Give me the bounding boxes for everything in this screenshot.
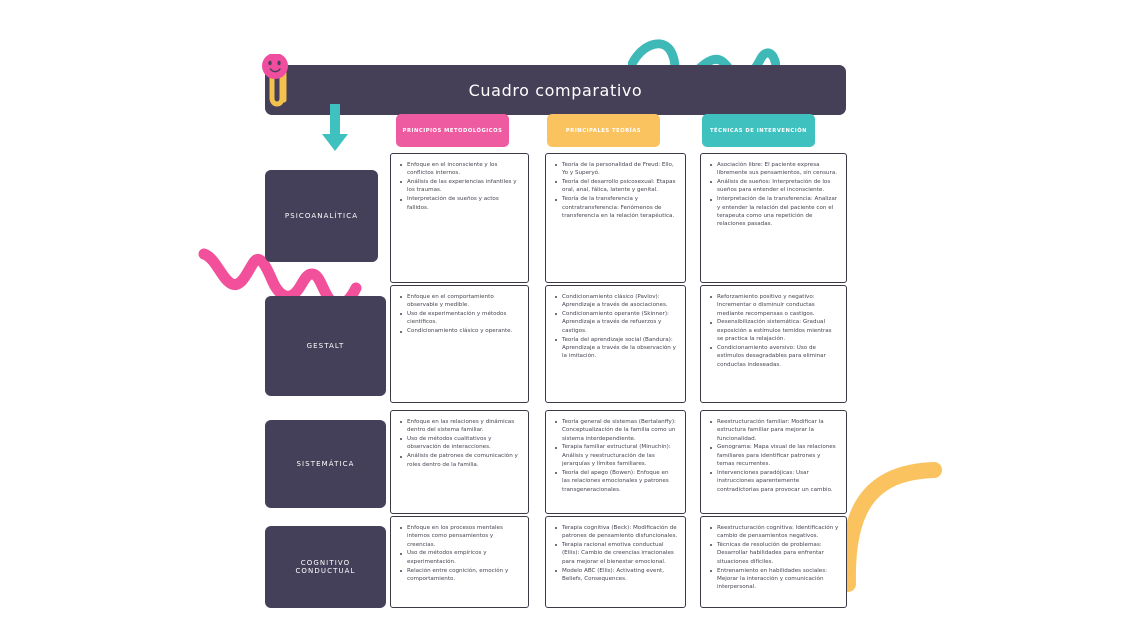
title-bar: Cuadro comparativo <box>265 65 846 115</box>
row-label-text: GESTALT <box>306 342 345 350</box>
list-item: Uso de métodos empíricos y experimentaci… <box>400 549 521 566</box>
list-item: Entrenamiento en habilidades sociales: M… <box>710 567 839 592</box>
list-item: Desensibilización sistemática: Gradual e… <box>710 318 839 343</box>
list-item: Enfoque en el inconsciente y los conflic… <box>400 161 521 178</box>
list-item: Análisis de patrones de comunicación y r… <box>400 452 521 469</box>
list-item: Análisis de las experiencias infantiles … <box>400 178 521 195</box>
list-item: Reestructuración familiar: Modificar la … <box>710 418 839 443</box>
list-item: Relación entre cognición, emoción y comp… <box>400 567 521 584</box>
column-header-principios[interactable]: PRINCIPIOS METODOLÓGICOS <box>396 114 509 147</box>
list-item: Teoría del desarrollo psicosexual: Etapa… <box>555 178 678 195</box>
list-item: Teoría general de sistemas (Bertalanffy)… <box>555 418 678 443</box>
list-item: Análisis de sueños: Interpretación de lo… <box>710 178 839 195</box>
list-item: Enfoque en las relaciones y dinámicas de… <box>400 418 521 435</box>
list-item: Condicionamiento clásico (Pavlov): Apren… <box>555 293 678 310</box>
list-item: Terapia cognitiva (Beck): Modificación d… <box>555 525 678 540</box>
list-item: Teoría del aprendizaje social (Bandura):… <box>555 336 678 361</box>
row-label-text: COGNITIVO CONDUCTUAL <box>295 559 356 575</box>
table-cell: Reforzamiento positivo y negativo: Incre… <box>700 285 847 403</box>
list-item: Técnicas de resolución de problemas: Des… <box>710 541 839 566</box>
list-item: Enfoque en los procesos mentales interno… <box>400 524 521 549</box>
column-header-label: TÉCNICAS DE INTERVENCIÓN <box>709 127 808 134</box>
row-label-text: PSICOANALÍTICA <box>284 212 359 220</box>
column-header-label: PRINCIPIOS METODOLÓGICOS <box>402 127 503 134</box>
list-item: Teoría del apego (Bowen): Enfoque en las… <box>555 469 678 494</box>
table-cell: Teoría general de sistemas (Bertalanffy)… <box>545 410 686 514</box>
list-item: Uso de métodos cualitativos y observació… <box>400 435 521 452</box>
column-header-teorias[interactable]: PRINCIPALES TEORÍAS <box>547 114 660 147</box>
table-cell: Teoría de la personalidad de Freud: Ello… <box>545 153 686 283</box>
list-item: Enfoque en el comportamiento observable … <box>400 293 521 310</box>
row-label-sistematica[interactable]: SISTEMÁTICA <box>265 420 386 508</box>
table-cell: Enfoque en el inconsciente y los conflic… <box>390 153 529 283</box>
list-item: Condicionamiento operante (Skinner): Apr… <box>555 310 678 335</box>
row-label-cognitivo-conductual[interactable]: COGNITIVO CONDUCTUAL <box>265 526 386 608</box>
list-item: Terapia familiar estructural (Minuchin):… <box>555 443 678 468</box>
list-item: Teoría de la transferencia y contratrans… <box>555 195 678 220</box>
list-item: Genograma: Mapa visual de las relaciones… <box>710 443 839 468</box>
row-label-gestalt[interactable]: GESTALT <box>265 296 386 396</box>
list-item: Reestructuración cognitiva: Identificaci… <box>710 525 839 540</box>
row-label-text: SISTEMÁTICA <box>296 460 355 468</box>
table-cell: Terapia cognitiva (Beck): Modificación d… <box>545 516 686 608</box>
table-cell: Enfoque en las relaciones y dinámicas de… <box>390 410 529 514</box>
table-cell: Reestructuración familiar: Modificar la … <box>700 410 847 514</box>
table-cell: Enfoque en los procesos mentales interno… <box>390 516 529 608</box>
list-item: Terapia racional emotiva conductual (Ell… <box>555 541 678 566</box>
list-item: Condicionamiento clásico y operante. <box>400 327 521 335</box>
table-cell: Reestructuración cognitiva: Identificaci… <box>700 516 847 608</box>
list-item: Interpretación de la transferencia: Anal… <box>710 196 838 228</box>
column-header-tecnicas[interactable]: TÉCNICAS DE INTERVENCIÓN <box>702 114 815 147</box>
list-item: Teoría de la personalidad de Freud: Ello… <box>555 161 678 178</box>
page-title: Cuadro comparativo <box>468 80 643 100</box>
yellow-arc-icon <box>839 462 942 592</box>
table-cell: Enfoque en el comportamiento observable … <box>390 285 529 403</box>
list-item: Intervenciones paradójicas: Usar instruc… <box>710 469 839 494</box>
list-item: Interpretación de sueños y actos fallido… <box>400 195 521 212</box>
column-header-label: PRINCIPALES TEORÍAS <box>565 127 642 134</box>
list-item: Asociación libre: El paciente expresa li… <box>710 162 838 177</box>
list-item: Modelo ABC (Ellis): Activating event, Be… <box>555 567 678 584</box>
row-label-psicoanalitica[interactable]: PSICOANALÍTICA <box>265 170 378 262</box>
list-item: Uso de experimentación y métodos científ… <box>400 310 521 327</box>
list-item: Reforzamiento positivo y negativo: Incre… <box>710 293 839 318</box>
list-item: Condicionamiento aversivo: Uso de estímu… <box>710 344 839 369</box>
table-cell: Condicionamiento clásico (Pavlov): Apren… <box>545 285 686 403</box>
table-cell: Asociación libre: El paciente expresa li… <box>700 153 847 283</box>
